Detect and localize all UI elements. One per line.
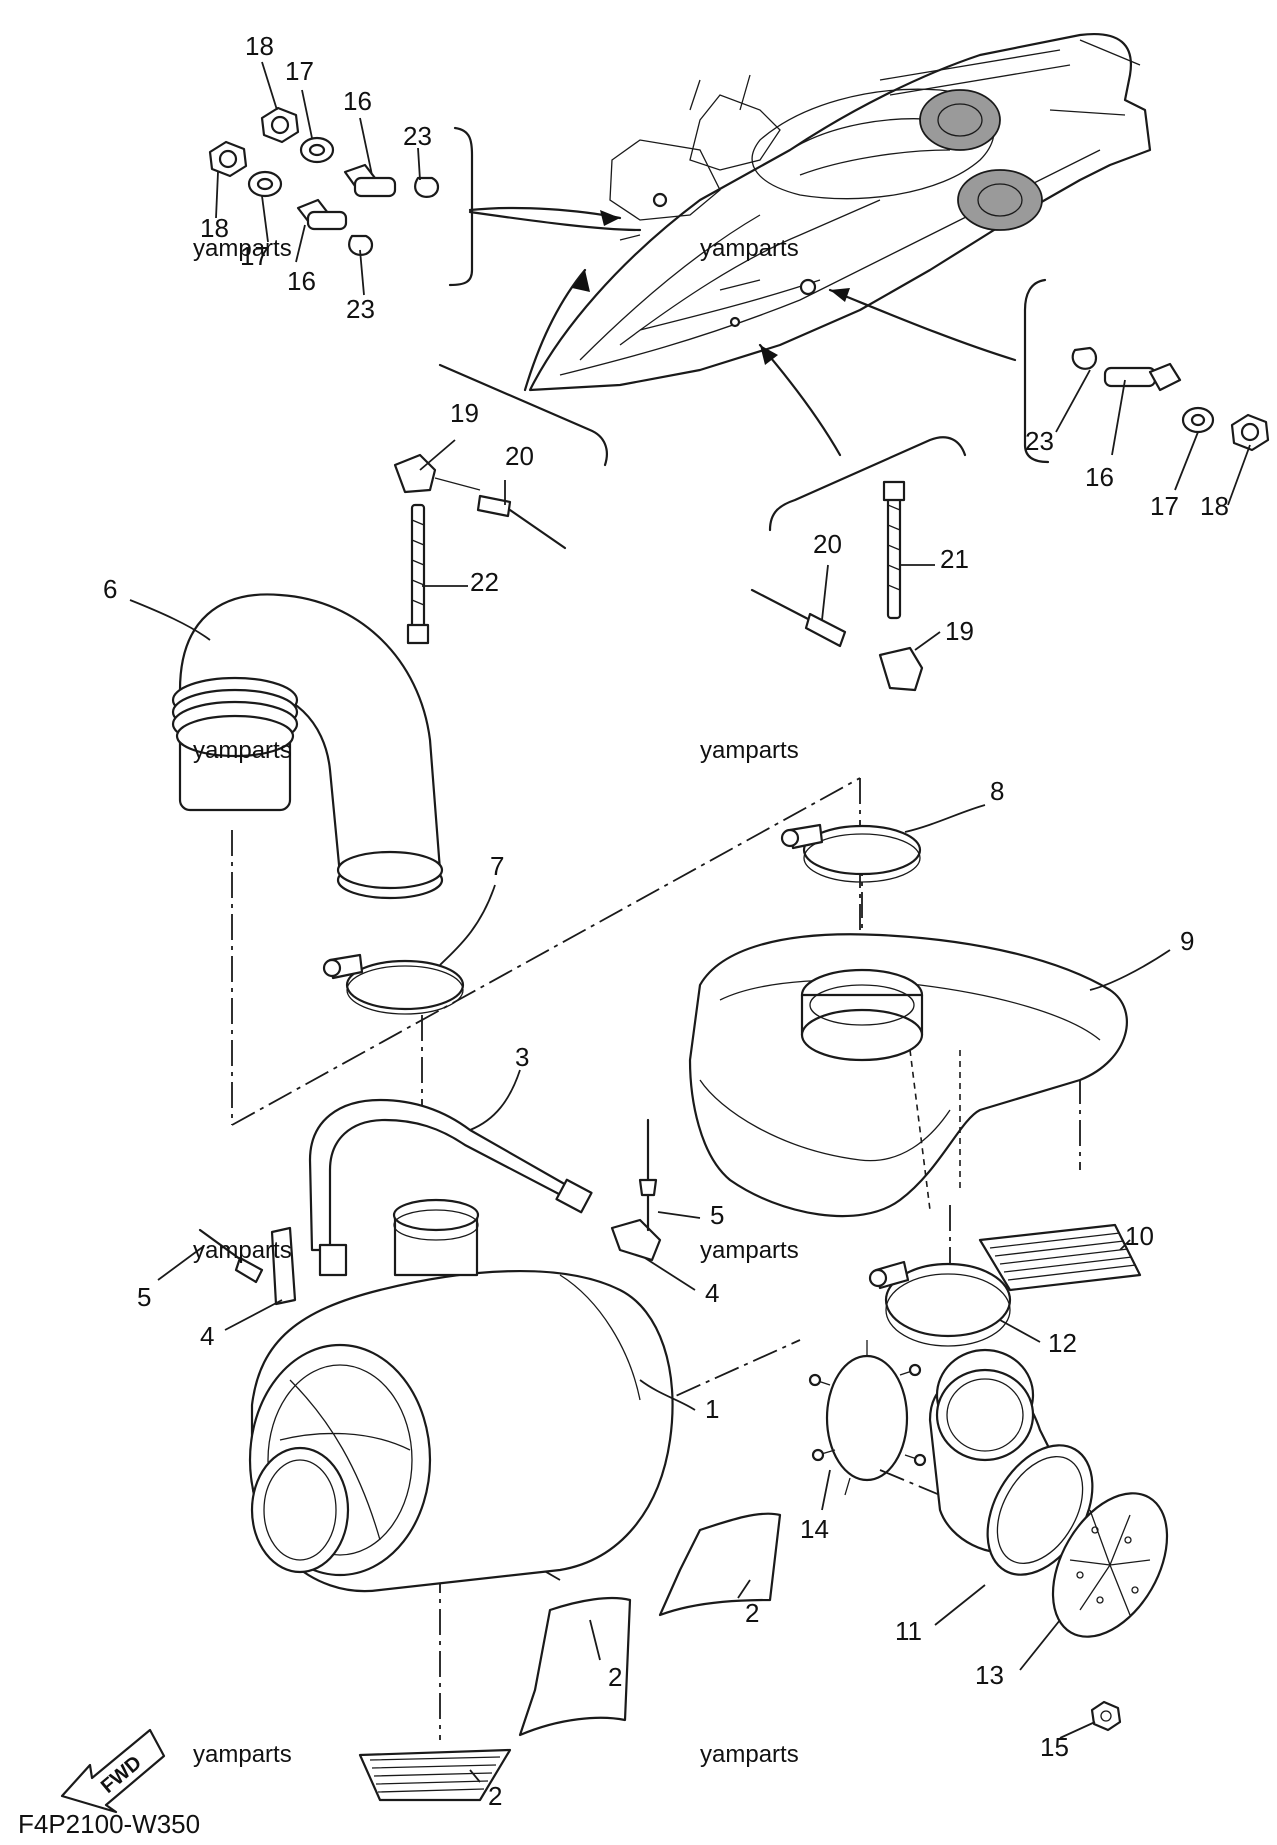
- callout-18: 18: [245, 31, 274, 61]
- mounting-bracket-14: [808, 1340, 927, 1496]
- leader-lines: [129, 61, 1251, 1783]
- callout-17: 17: [1150, 491, 1179, 521]
- callout-2: 2: [608, 1662, 622, 1692]
- watermark-text: yamparts: [193, 737, 292, 764]
- callout-16: 16: [343, 86, 372, 116]
- callout-22: 22: [470, 567, 499, 597]
- outlet-elbow: [928, 1348, 1094, 1576]
- callout-17: 17: [285, 56, 314, 86]
- callout-2: 2: [488, 1781, 502, 1811]
- callout-14: 14: [800, 1514, 829, 1544]
- hose-clamp-12: [868, 1260, 1012, 1347]
- callout-20: 20: [505, 441, 534, 471]
- hose-clamp-7: [322, 953, 465, 1015]
- callout-2: 2: [745, 1598, 759, 1628]
- callout-21: 21: [940, 544, 969, 574]
- callout-23: 23: [1025, 426, 1054, 456]
- callout-18: 18: [1200, 491, 1229, 521]
- callout-10: 10: [1125, 1221, 1154, 1251]
- callout-23: 23: [346, 294, 375, 324]
- bracket-rivet-hardware: [198, 1118, 662, 1306]
- callout-20: 20: [813, 529, 842, 559]
- nut-15: [1090, 1700, 1122, 1732]
- watermark-text: yamparts: [700, 1741, 799, 1768]
- callout-3: 3: [515, 1042, 529, 1072]
- protector-pads: [358, 1512, 782, 1802]
- silencer-air-box: [248, 1198, 674, 1593]
- callout-9: 9: [1180, 926, 1194, 956]
- callout-12: 12: [1048, 1328, 1077, 1358]
- intake-duct-elbow: [171, 593, 444, 900]
- watermark-text: yamparts: [193, 1741, 292, 1768]
- strap-belt: [308, 1098, 593, 1277]
- callout-labels: 18 17 16 23 18 17 16 23 19 20 22 20 21 1…: [103, 31, 1229, 1811]
- clip-rivet-tie-group: [393, 453, 924, 692]
- fitting-hardware-group-left: [208, 106, 440, 256]
- assembly-arrows: [468, 206, 1017, 457]
- callout-18: 18: [200, 213, 229, 243]
- fitting-hardware-group-right: [1071, 346, 1270, 452]
- callout-19: 19: [945, 616, 974, 646]
- callout-13: 13: [975, 1660, 1004, 1690]
- callout-6: 6: [103, 574, 117, 604]
- watermarks: yamparts yamparts yamparts yamparts yamp…: [193, 235, 799, 1768]
- callout-4: 4: [200, 1321, 214, 1351]
- center-lines: [231, 777, 1081, 1740]
- callout-16: 16: [1085, 462, 1114, 492]
- resonator-box: [688, 933, 1128, 1218]
- callout-17: 17: [240, 241, 269, 271]
- watermark-text: yamparts: [193, 235, 292, 262]
- callout-1: 1: [705, 1394, 719, 1424]
- callout-11: 11: [895, 1616, 922, 1646]
- callout-8: 8: [990, 776, 1004, 806]
- mesh-screen: [978, 1223, 1142, 1292]
- watermark-text: yamparts: [700, 235, 799, 262]
- diagram-code: F4P2100-W350: [18, 1809, 200, 1839]
- group-brackets: [438, 126, 1050, 532]
- hose-clamp-8: [780, 823, 922, 883]
- callout-16: 16: [287, 266, 316, 296]
- callout-5: 5: [710, 1200, 724, 1230]
- callout-7: 7: [490, 851, 504, 881]
- watermark-text: yamparts: [700, 1237, 799, 1264]
- callout-5: 5: [137, 1282, 151, 1312]
- watercraft-illustration: [528, 32, 1152, 392]
- callout-19: 19: [450, 398, 479, 428]
- callout-15: 15: [1040, 1732, 1069, 1762]
- forward-direction-arrow: FWD: [60, 1728, 166, 1814]
- watermark-text: yamparts: [700, 737, 799, 764]
- callout-23: 23: [403, 121, 432, 151]
- grid-plate: [1051, 1492, 1169, 1638]
- callout-4: 4: [705, 1278, 719, 1308]
- watermark-text: yamparts: [193, 1237, 292, 1264]
